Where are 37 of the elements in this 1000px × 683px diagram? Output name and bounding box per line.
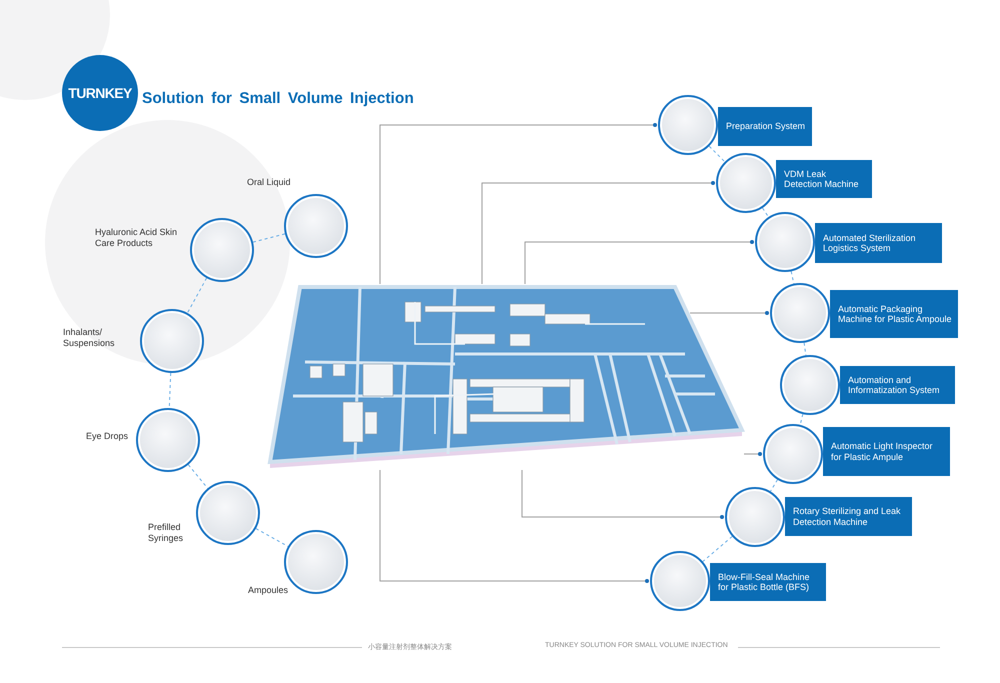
dashed-connector — [800, 414, 804, 426]
product-label: Oral Liquid — [247, 177, 292, 188]
title-badge: TURNKEY — [62, 55, 138, 131]
leader-line — [744, 452, 762, 456]
product-label: Eye Drops — [86, 431, 130, 442]
dashed-connector — [168, 372, 172, 409]
leader-line — [380, 123, 657, 284]
dashed-connector — [708, 146, 726, 162]
dashed-connector — [702, 536, 733, 562]
machine-label: Automatic Light Inspector for Plastic Ampule — [823, 427, 950, 476]
dashed-connector — [790, 270, 794, 284]
leader-line — [690, 311, 769, 315]
machine-label: VDM Leak Detection Machine — [776, 160, 872, 198]
photo-placeholder — [716, 153, 776, 213]
dashed-connector — [762, 208, 769, 218]
machine-label: Blow-Fill-Seal Machine for Plastic Bottle (BFS) — [710, 563, 826, 601]
machine-label: Automatic Packaging Machine for Plastic Ampoule — [830, 290, 958, 338]
leader-line — [482, 181, 715, 284]
leader-line — [524, 240, 754, 284]
photo-placeholder — [725, 487, 785, 547]
machine-label: Rotary Sterilizing and Leak Detection Machine — [785, 497, 912, 536]
product-label: Hyaluronic Acid Skin Care Products — [95, 227, 178, 249]
dashed-connector — [186, 278, 208, 314]
dashed-connector — [804, 342, 806, 356]
machine-label: Automation and Informatization System — [840, 366, 955, 404]
title: Solution for Small Volume Injection — [142, 90, 414, 108]
dashed-connector — [188, 464, 208, 489]
dashed-connector — [252, 233, 286, 243]
machine-label: Preparation System — [718, 107, 812, 146]
dashed-connector — [770, 479, 778, 492]
dashed-connector — [255, 528, 289, 547]
machine-label: Automated Sterilization Logistics System — [815, 223, 942, 263]
leader-line — [522, 470, 724, 519]
product-label: Prefilled Syringes — [148, 522, 184, 544]
product-label: Inhalants/ Suspensions — [63, 327, 116, 349]
leader-line — [380, 470, 649, 583]
product-label: Ampoules — [248, 585, 290, 596]
